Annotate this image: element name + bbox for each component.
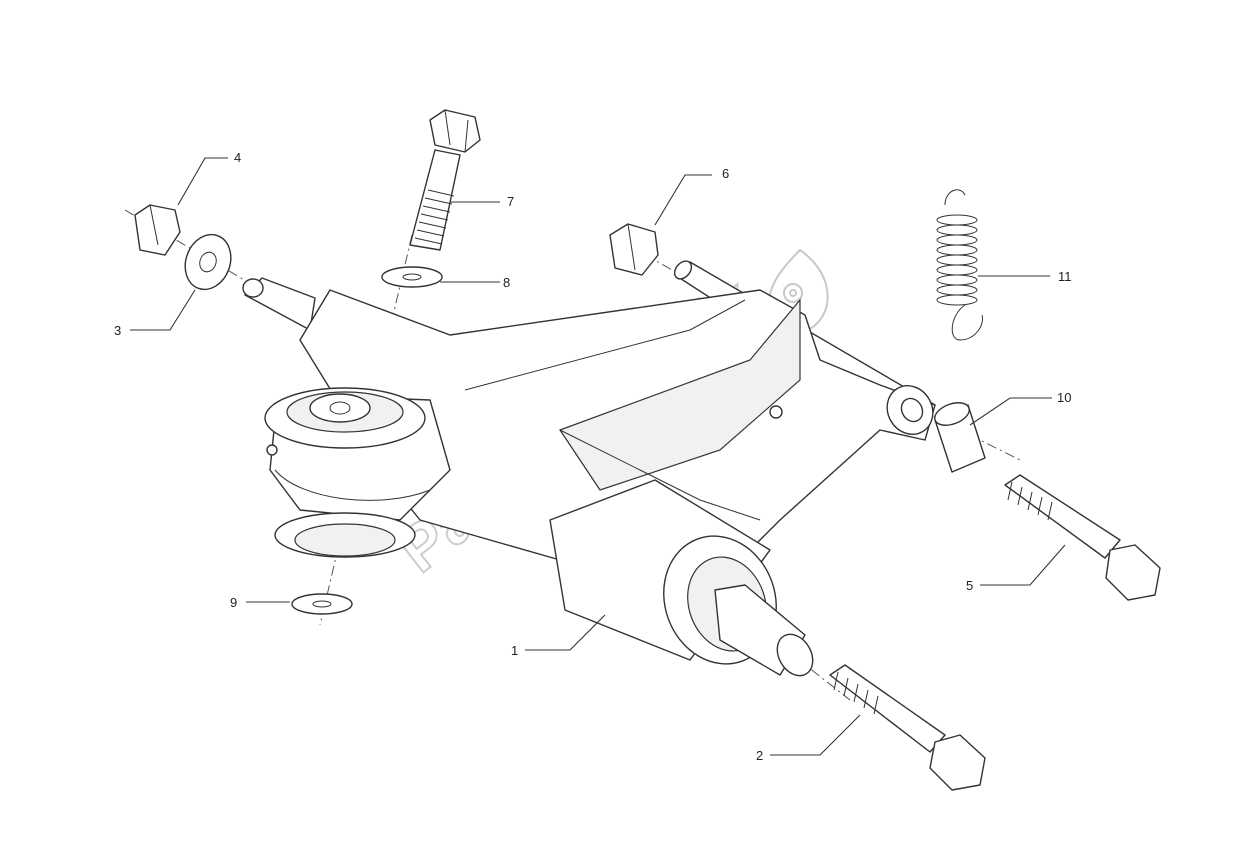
- washer-lower: [291, 593, 353, 615]
- nut-left: [134, 204, 181, 256]
- bolt-upper: [409, 109, 481, 251]
- callout-5: 5: [966, 578, 973, 593]
- callout-6: 6: [722, 166, 729, 181]
- callout-11: 11: [1058, 269, 1072, 284]
- callout-8: 8: [503, 275, 510, 290]
- washer-left: [184, 233, 232, 291]
- callout-4: 4: [234, 150, 241, 165]
- leader-lines: [130, 157, 1066, 756]
- spring: [936, 189, 984, 341]
- callout-10: 10: [1057, 390, 1071, 405]
- callout-9: 9: [230, 595, 237, 610]
- callout-3: 3: [114, 323, 121, 338]
- callout-7: 7: [507, 194, 514, 209]
- nut-right: [609, 223, 659, 276]
- callout-1: 1: [511, 643, 518, 658]
- spacer-bushing: [934, 402, 986, 473]
- callout-2: 2: [756, 748, 763, 763]
- bolt-rear: [1004, 474, 1161, 601]
- bolt-front: [829, 664, 986, 791]
- swing-arm: [242, 260, 936, 677]
- callout-labels: 1 2 3 4 5 6 7 8 9 10 11: [114, 150, 1072, 763]
- washer-upper: [381, 266, 443, 288]
